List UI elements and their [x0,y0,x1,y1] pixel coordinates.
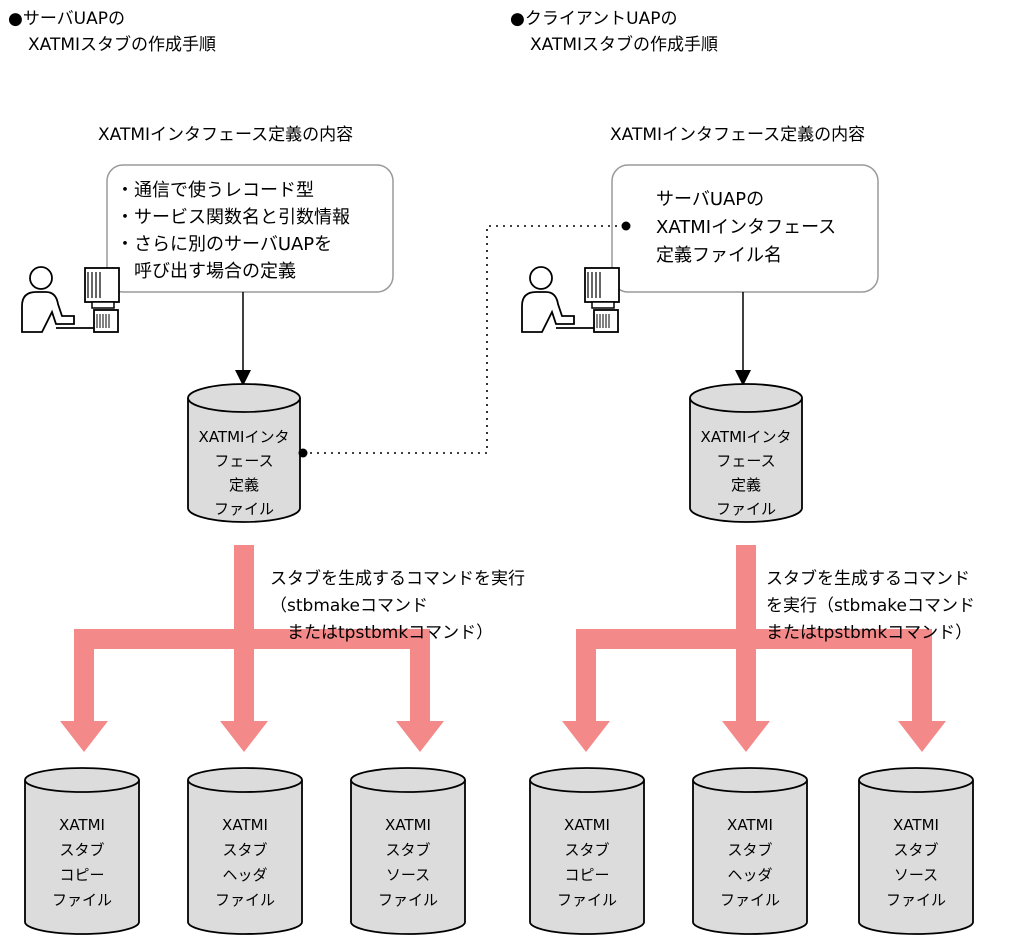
right-definition-item: サーバUAPの [656,189,764,210]
output-file-label: ファイル [720,891,780,909]
left-definition-file-label: XATMIインタ [199,428,290,446]
user-at-computer-icon [521,266,620,333]
output-file-label: スタブ [385,841,430,859]
left-flow-arrows [60,545,444,752]
connector-dot-icon [621,221,631,231]
arrowhead-icon [235,370,251,386]
connector-dot-icon [298,448,308,458]
left-source-file-cylinder [350,767,466,935]
output-file-label: XATMI [222,816,268,834]
output-file-label: スタブ [59,841,104,859]
left-copy-file-cylinder [24,767,140,935]
output-file-label: ファイル [52,891,112,909]
left-definition-item: ・サービス関数名と引数情報 [116,207,350,228]
right-definition-file-label: 定義 [731,476,761,494]
user-at-computer-icon [21,266,120,333]
output-file-label: XATMI [727,816,773,834]
right-command-note: を実行（stbmakeコマンド [766,596,975,616]
right-definition-file-cylinder [689,383,803,523]
right-heading-line-2: XATMIスタブの作成手順 [530,34,718,55]
right-command-note: スタブを生成するコマンド [766,568,970,589]
left-command-note: スタブを生成するコマンドを実行 [270,568,525,589]
left-column: ●サーバUAPの XATMIスタブの作成手順 XATMIインタフェース定義の内容… [8,9,525,935]
output-file-label: スタブ [893,841,938,859]
left-heading-line-1: ●サーバUAPの [8,9,125,29]
output-file-label: ファイル [378,891,438,909]
right-definition-file-label: ファイル [716,500,776,518]
right-definition-file-label: フェース [716,452,775,470]
output-file-label: スタブ [222,841,267,859]
right-flow-arrows [562,545,946,752]
left-definition-file-label: ファイル [214,500,274,518]
right-source-file-cylinder [858,767,974,935]
output-file-label: XATMI [564,816,610,834]
output-file-label: ヘッダ [727,866,772,884]
output-file-label: ファイル [557,891,617,909]
output-file-label: XATMI [59,816,105,834]
left-definition-file-label: フェース [214,452,273,470]
definition-file-reference-connector [298,221,631,458]
output-file-label: XATMI [893,816,939,834]
output-file-label: コピー [59,866,104,884]
left-definition-box [106,164,394,293]
left-header-file-cylinder [187,767,303,935]
output-file-label: ファイル [886,891,946,909]
right-definition-item: 定義ファイル名 [656,245,782,266]
right-header-file-cylinder [692,767,808,935]
output-file-label: XATMI [385,816,431,834]
right-definition-file-label: XATMIインタ [701,428,792,446]
right-definition-title: XATMIインタフェース定義の内容 [610,125,865,145]
left-definition-file-label: 定義 [229,476,259,494]
right-copy-file-cylinder [529,767,645,935]
left-command-note: （stbmakeコマンド [270,596,428,616]
output-file-label: ファイル [215,891,275,909]
arrowhead-icon [735,370,751,386]
right-command-note: またはtpstbmkコマンド） [766,623,972,643]
left-command-note: またはtpstbmkコマンド） [270,623,493,643]
output-file-label: スタブ [727,841,772,859]
right-definition-item: XATMIインタフェース [656,217,836,238]
output-file-label: ヘッダ [222,866,267,884]
right-heading-line-1: ●クライアントUAPの [510,9,677,29]
left-definition-file-cylinder [187,383,301,523]
output-file-label: スタブ [564,841,609,859]
left-heading-line-2: XATMIスタブの作成手順 [28,34,216,55]
output-file-label: ソース [386,866,430,884]
output-file-label: コピー [564,866,609,884]
output-file-label: ソース [894,866,938,884]
left-definition-title: XATMIインタフェース定義の内容 [98,125,353,145]
left-definition-item: ・さらに別のサーバUAPを [116,234,332,255]
left-definition-item: ・通信で使うレコード型 [116,180,314,201]
right-column: ●クライアントUAPの XATMIスタブの作成手順 XATMIインタフェース定義… [510,9,975,935]
right-definition-box [611,164,879,293]
left-definition-item: 呼び出す場合の定義 [116,261,296,282]
